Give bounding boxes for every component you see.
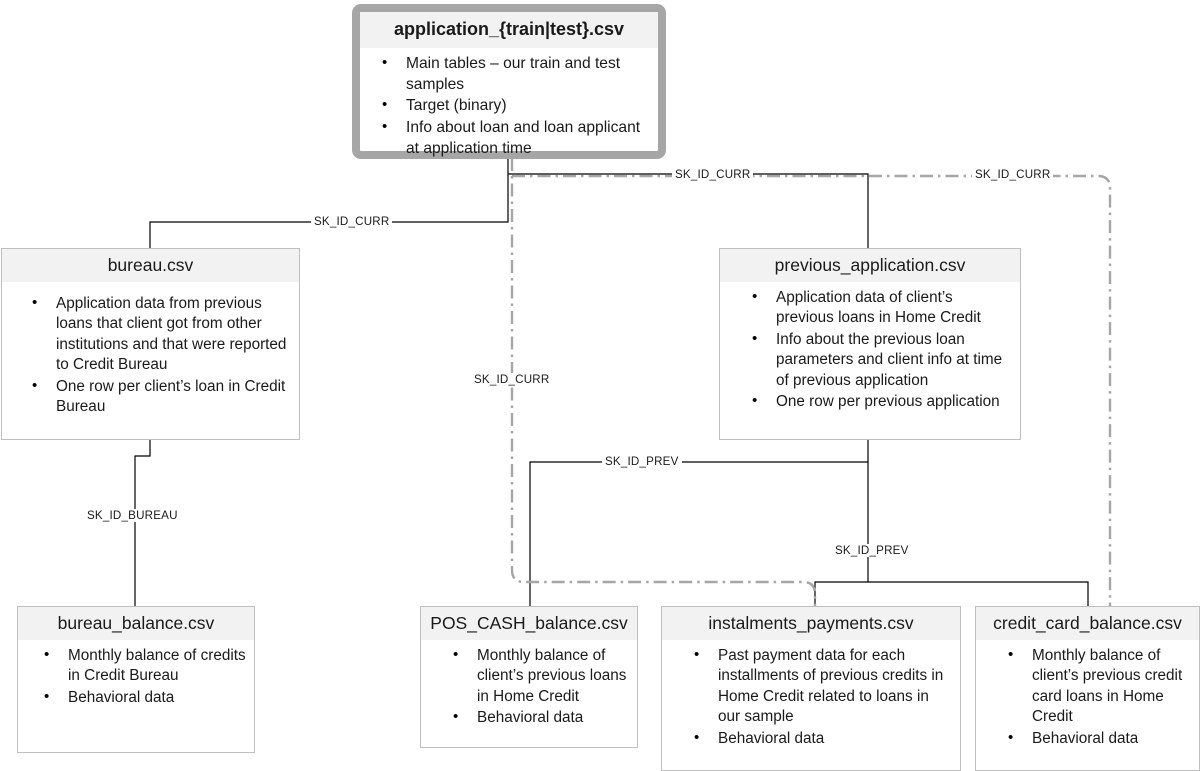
node-bureau-balance-bullets: Monthly balance of credits in Credit Bur… <box>26 645 246 708</box>
node-instalments-payments[interactable]: instalments_payments.csv Past payment da… <box>661 606 961 771</box>
node-pos-cash-balance[interactable]: POS_CASH_balance.csv Monthly balance of … <box>420 606 638 748</box>
node-application-title: application_{train|test}.csv <box>360 12 658 48</box>
node-application-body: Main tables – our train and test samples… <box>360 48 658 169</box>
edge-application-previous <box>508 173 869 248</box>
node-previous-application[interactable]: previous_application.csv Application dat… <box>719 248 1021 440</box>
list-item: Application data of client’s previous lo… <box>752 287 1012 329</box>
list-item: One row per previous application <box>752 391 1012 412</box>
node-bureau-body: Application data from previous loans tha… <box>2 282 299 426</box>
list-item: Application data from previous loans tha… <box>32 293 291 375</box>
edge-label-application-poscash: SK_ID_CURR <box>471 373 553 386</box>
list-item: Monthly balance of credits in Credit Bur… <box>44 645 246 687</box>
edge-application-bureau <box>149 174 509 248</box>
node-credit-card-balance-bullets: Monthly balance of client’s previous cre… <box>984 645 1191 749</box>
node-bureau[interactable]: bureau.csv Application data from previou… <box>1 248 300 440</box>
node-application[interactable]: application_{train|test}.csv Main tables… <box>352 4 666 159</box>
edge-label-bureau-bureaubalance: SK_ID_BUREAU <box>84 509 181 522</box>
edge-previous-creditcard-branch <box>868 581 1089 606</box>
node-pos-cash-balance-title: POS_CASH_balance.csv <box>421 607 637 641</box>
node-instalments-payments-title: instalments_payments.csv <box>662 607 960 641</box>
node-credit-card-balance-title: credit_card_balance.csv <box>976 607 1199 641</box>
list-item: Behavioral data <box>1008 727 1191 749</box>
list-item: Past payment data for each installments … <box>694 645 952 727</box>
list-item: Behavioral data <box>694 727 952 749</box>
list-item: Behavioral data <box>44 687 246 708</box>
node-previous-application-title: previous_application.csv <box>720 249 1020 283</box>
node-bureau-balance-body: Monthly balance of credits in Credit Bur… <box>18 640 254 717</box>
edge-bureau-bureaubalance <box>134 440 151 606</box>
list-item: Main tables – our train and test samples <box>382 53 650 96</box>
edge-label-previous-poscash: SK_ID_PREV <box>602 455 682 468</box>
list-item: One row per client’s loan in Credit Bure… <box>32 376 291 418</box>
node-bureau-title: bureau.csv <box>2 249 299 283</box>
edge-previous-instalments-creditcard <box>814 462 869 606</box>
node-bureau-bullets: Application data from previous loans tha… <box>10 293 291 418</box>
node-previous-application-body: Application data of client’s previous lo… <box>720 282 1020 421</box>
edge-label-application-bureau: SK_ID_CURR <box>311 215 393 228</box>
node-previous-application-bullets: Application data of client’s previous lo… <box>728 287 1012 412</box>
node-pos-cash-balance-bullets: Monthly balance of client’s previous loa… <box>429 645 629 728</box>
list-item: Info about the previous loan parameters … <box>752 329 1012 391</box>
list-item: Target (binary) <box>382 95 650 117</box>
node-instalments-payments-bullets: Past payment data for each installments … <box>670 645 952 749</box>
list-item: Behavioral data <box>453 707 629 728</box>
node-credit-card-balance-body: Monthly balance of client’s previous cre… <box>976 640 1199 758</box>
node-bureau-balance[interactable]: bureau_balance.csv Monthly balance of cr… <box>17 606 255 753</box>
edge-label-previous-instalments: SK_ID_PREV <box>832 544 912 557</box>
node-bureau-balance-title: bureau_balance.csv <box>18 607 254 641</box>
edge-label-application-creditcard: SK_ID_CURR <box>972 168 1054 181</box>
node-application-bullets: Main tables – our train and test samples… <box>368 53 650 160</box>
list-item: Monthly balance of client’s previous cre… <box>1008 645 1191 727</box>
edge-label-application-previous: SK_ID_CURR <box>672 168 754 181</box>
node-credit-card-balance[interactable]: credit_card_balance.csv Monthly balance … <box>975 606 1200 771</box>
node-pos-cash-balance-body: Monthly balance of client’s previous loa… <box>421 640 637 737</box>
node-instalments-payments-body: Past payment data for each installments … <box>662 640 960 758</box>
list-item: Info about loan and loan applicant at ap… <box>382 117 650 160</box>
edge-previous-poscash <box>529 440 869 606</box>
list-item: Monthly balance of client’s previous loa… <box>453 645 629 707</box>
